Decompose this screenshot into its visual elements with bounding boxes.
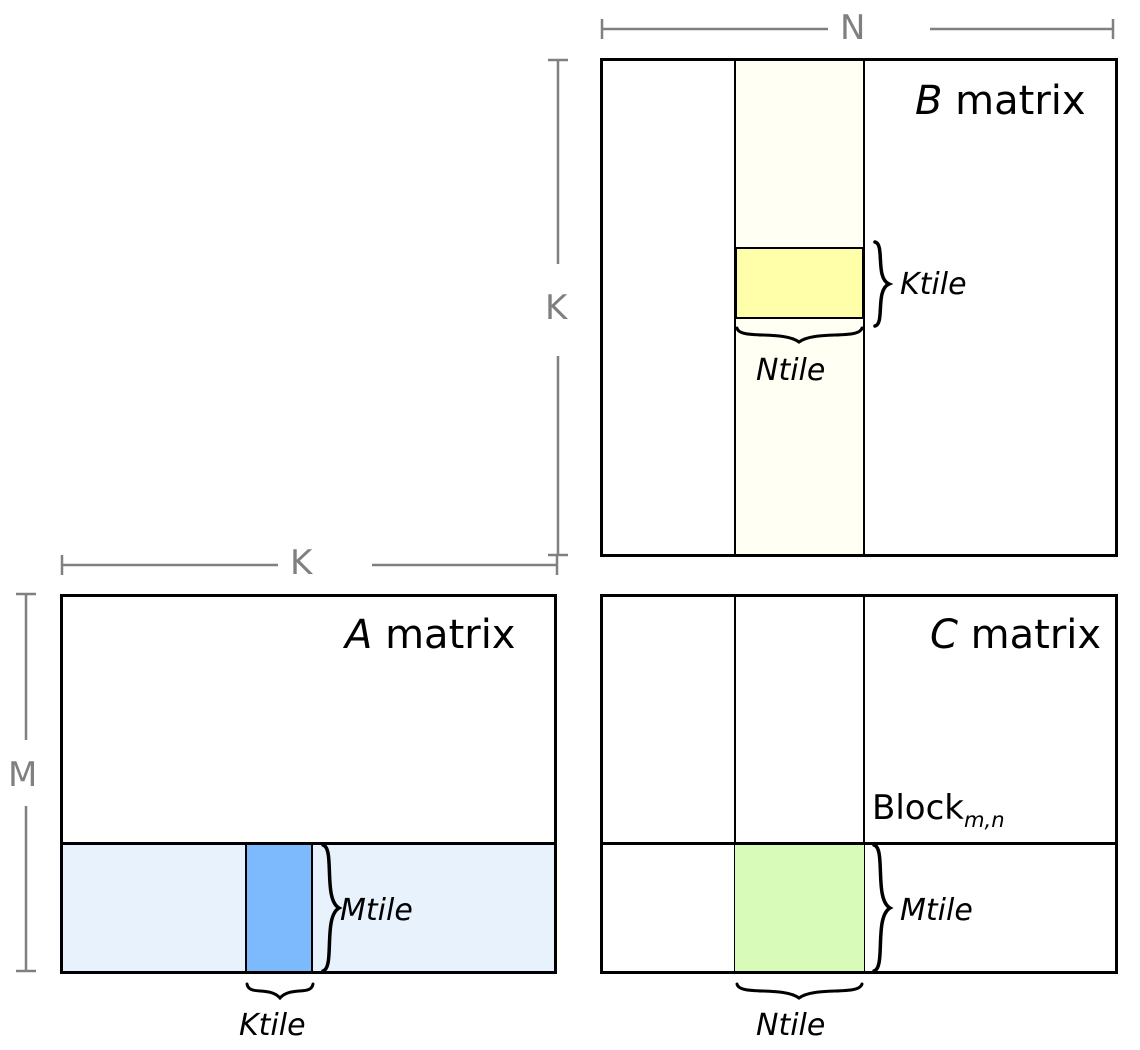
dimension-marker-k-vertical (540, 58, 576, 558)
dimension-label-n: N (840, 8, 866, 48)
c-matrix-title-rest: matrix (957, 612, 1102, 658)
b-matrix-ntile-label: Ntile (756, 353, 826, 388)
dimension-marker-k-horizontal (60, 546, 560, 582)
b-matrix-title: B matrix (915, 78, 1086, 124)
dimension-label-k-horizontal: K (290, 543, 313, 583)
c-matrix-column-divider-left (734, 597, 736, 971)
dimension-label-m-vertical: M (8, 755, 38, 795)
c-matrix-title-italic: C (930, 612, 958, 658)
dimension-marker-m-vertical (8, 592, 44, 974)
b-matrix-title-italic: B (915, 78, 943, 124)
c-matrix-row-divider (600, 842, 1118, 845)
a-matrix-title: A matrix (345, 612, 515, 658)
c-matrix-mtile-brace (868, 841, 904, 975)
b-matrix-ktile-brace (869, 238, 905, 330)
a-matrix-mtile-ktile-tile (245, 845, 313, 971)
c-matrix-title: C matrix (930, 612, 1101, 658)
dimension-marker-n (600, 10, 1116, 46)
a-matrix-ktile-label: Ktile (239, 1008, 306, 1043)
c-matrix-ntile-brace (733, 978, 866, 1008)
a-matrix-title-rest: matrix (372, 612, 516, 658)
b-matrix-ntile-brace (733, 322, 866, 352)
c-matrix-ntile-label: Ntile (756, 1008, 826, 1043)
b-matrix-ktile-ntile-tile (735, 247, 864, 319)
c-matrix-column-divider-right (863, 597, 865, 971)
dimension-label-k-vertical: K (545, 288, 568, 328)
b-matrix-title-rest: matrix (942, 78, 1086, 124)
c-matrix-mtile-label: Mtile (900, 893, 973, 928)
a-matrix-mtile-label: Mtile (340, 893, 413, 928)
b-matrix-column-divider-right (863, 61, 865, 554)
a-matrix-title-italic: A (345, 612, 373, 658)
c-matrix-block-label-base: Block (872, 788, 964, 828)
b-matrix-ktile-label: Ktile (900, 267, 967, 302)
a-matrix-mtile-brace (317, 841, 353, 975)
a-matrix-row-divider (60, 842, 557, 845)
c-matrix-block-label: Blockm,n (872, 788, 1005, 832)
a-matrix-ktile-brace (243, 978, 317, 1008)
c-matrix-block-label-subscript: m,n (963, 806, 1005, 832)
c-matrix-mtile-ntile-tile (735, 845, 864, 971)
